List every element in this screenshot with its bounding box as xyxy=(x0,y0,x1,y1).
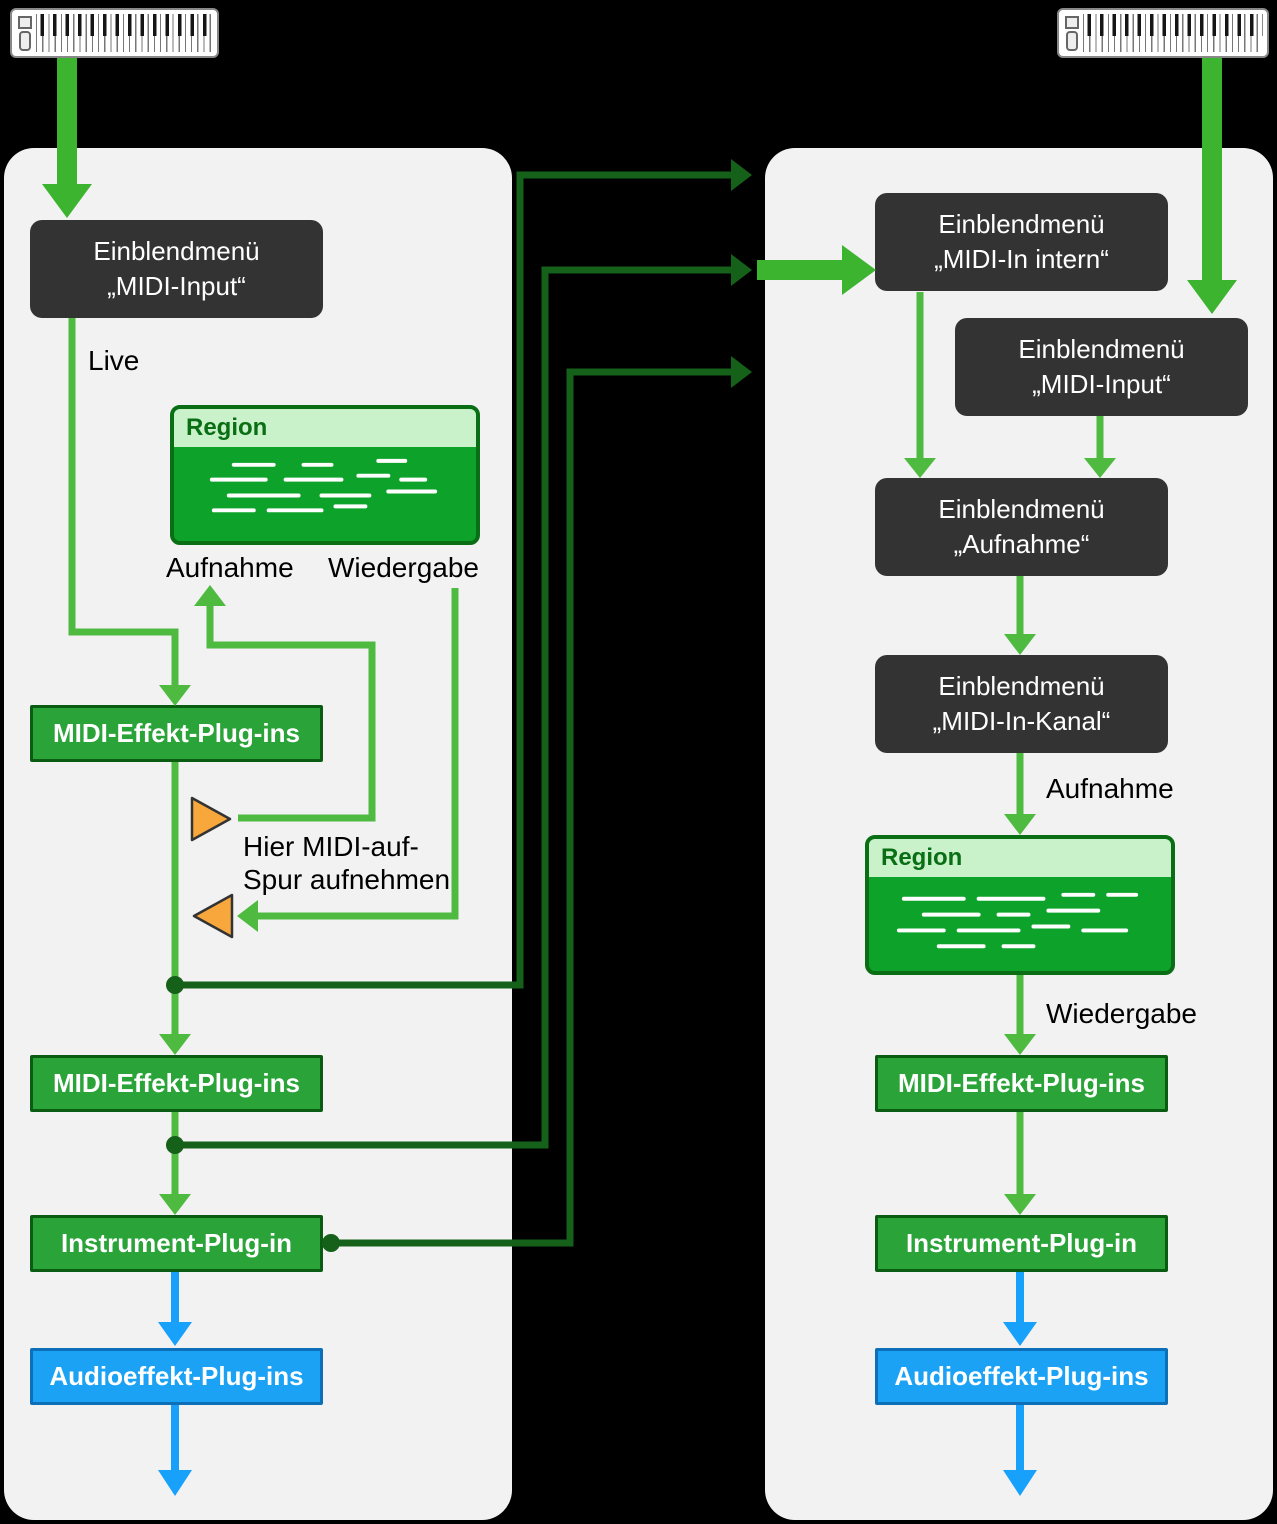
popup-menu-midi-in-intern: Einblendmenü „MIDI-In intern“ xyxy=(875,193,1168,291)
instrument-plugin-box-right: Instrument-Plug-in xyxy=(875,1215,1168,1272)
keyboard-keys xyxy=(1083,14,1263,52)
midi-effect-plugins-box-left-bottom: MIDI-Effekt-Plug-ins xyxy=(30,1055,323,1112)
midi-port-icon xyxy=(1066,31,1078,51)
record-here-note: Hier MIDI-auf- Spur aufnehmen xyxy=(243,831,451,896)
midi-notes-graphic xyxy=(869,877,1171,971)
aufnahme-label-right: Aufnahme xyxy=(1046,773,1174,804)
midi-notes xyxy=(896,892,1139,949)
aufnahme-label-left: Aufnahme xyxy=(166,552,294,583)
midi-notes-graphic xyxy=(174,447,476,541)
region-box-right: Region xyxy=(865,835,1175,975)
midi-port-icon xyxy=(18,16,32,29)
audio-effect-plugins-box-left: Audioeffekt-Plug-ins xyxy=(30,1348,323,1405)
midi-effect-plugins-box-right: MIDI-Effekt-Plug-ins xyxy=(875,1055,1168,1112)
instrument-plugin-box-left: Instrument-Plug-in xyxy=(30,1215,323,1272)
popup-menu-midi-input-right: Einblendmenü „MIDI-Input“ xyxy=(955,318,1248,416)
wiedergabe-label-left: Wiedergabe xyxy=(328,552,479,583)
popup-menu-aufnahme: Einblendmenü „Aufnahme“ xyxy=(875,478,1168,576)
midi-keyboard-icon-right xyxy=(1057,8,1269,58)
region-box-left: Region xyxy=(170,405,480,545)
popup-menu-midi-in-kanal: Einblendmenü „MIDI-In-Kanal“ xyxy=(875,655,1168,753)
region-title-left: Region xyxy=(174,409,476,447)
midi-port-icon xyxy=(1065,16,1079,29)
popup-menu-midi-input-left: Einblendmenü „MIDI-Input“ xyxy=(30,220,323,318)
midi-notes xyxy=(209,458,438,513)
midi-keyboard-icon-left xyxy=(10,8,219,58)
midi-port-icon xyxy=(19,31,31,51)
audio-effect-plugins-box-right: Audioeffekt-Plug-ins xyxy=(875,1348,1168,1405)
keyboard-keys xyxy=(36,14,213,52)
midi-effect-plugins-box-left-top: MIDI-Effekt-Plug-ins xyxy=(30,705,323,762)
region-title-right: Region xyxy=(869,839,1171,877)
wiedergabe-label-right: Wiedergabe xyxy=(1046,998,1197,1029)
live-label: Live xyxy=(88,345,140,376)
